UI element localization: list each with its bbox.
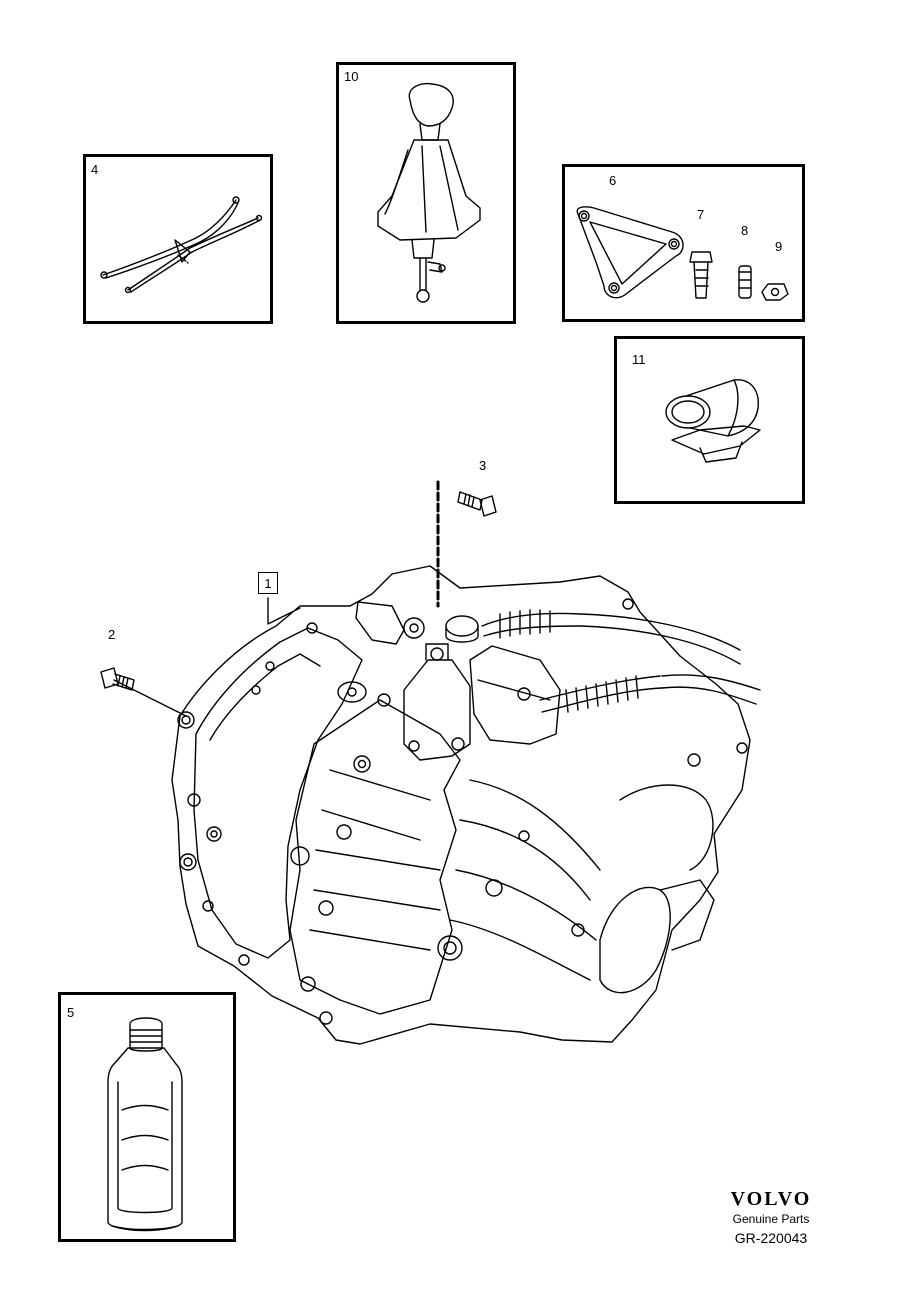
shift-cables-drawing: [100, 196, 263, 294]
volvo-logo: VOLVO: [730, 1188, 812, 1210]
brand-subtitle: Genuine Parts: [732, 1212, 810, 1226]
brand-block: VOLVO Genuine Parts GR-220043: [716, 1188, 826, 1246]
callout-6: 6: [609, 173, 617, 188]
oil-bottle-drawing: [107, 1017, 183, 1232]
callout-1-boxed: 1: [258, 572, 278, 594]
inset-box-4-cables: [83, 154, 273, 324]
callout-8: 8: [741, 223, 749, 238]
bracket-fasteners-drawing: [576, 206, 789, 301]
inset-box-5-oil-bottle: [58, 992, 236, 1242]
callout-10: 10: [344, 69, 359, 84]
leader-line-1: [267, 597, 301, 625]
diagram-code: GR-220043: [734, 1230, 808, 1246]
bolt-3-drawing: [457, 491, 497, 517]
callout-7: 7: [697, 207, 705, 222]
callout-2: 2: [108, 627, 116, 642]
gear-knob-drawing: [377, 82, 481, 303]
callout-11: 11: [632, 352, 646, 367]
callout-5: 5: [67, 1005, 75, 1020]
bolt-2-drawing: [100, 667, 135, 691]
leader-line-2: [113, 679, 187, 717]
callout-3: 3: [479, 458, 487, 473]
transmission-drawing: [171, 565, 761, 1045]
bushing-clamp-drawing: [665, 379, 761, 463]
inset-box-11-bushing: [614, 336, 805, 504]
callout-4: 4: [91, 162, 99, 177]
callout-9: 9: [775, 239, 783, 254]
